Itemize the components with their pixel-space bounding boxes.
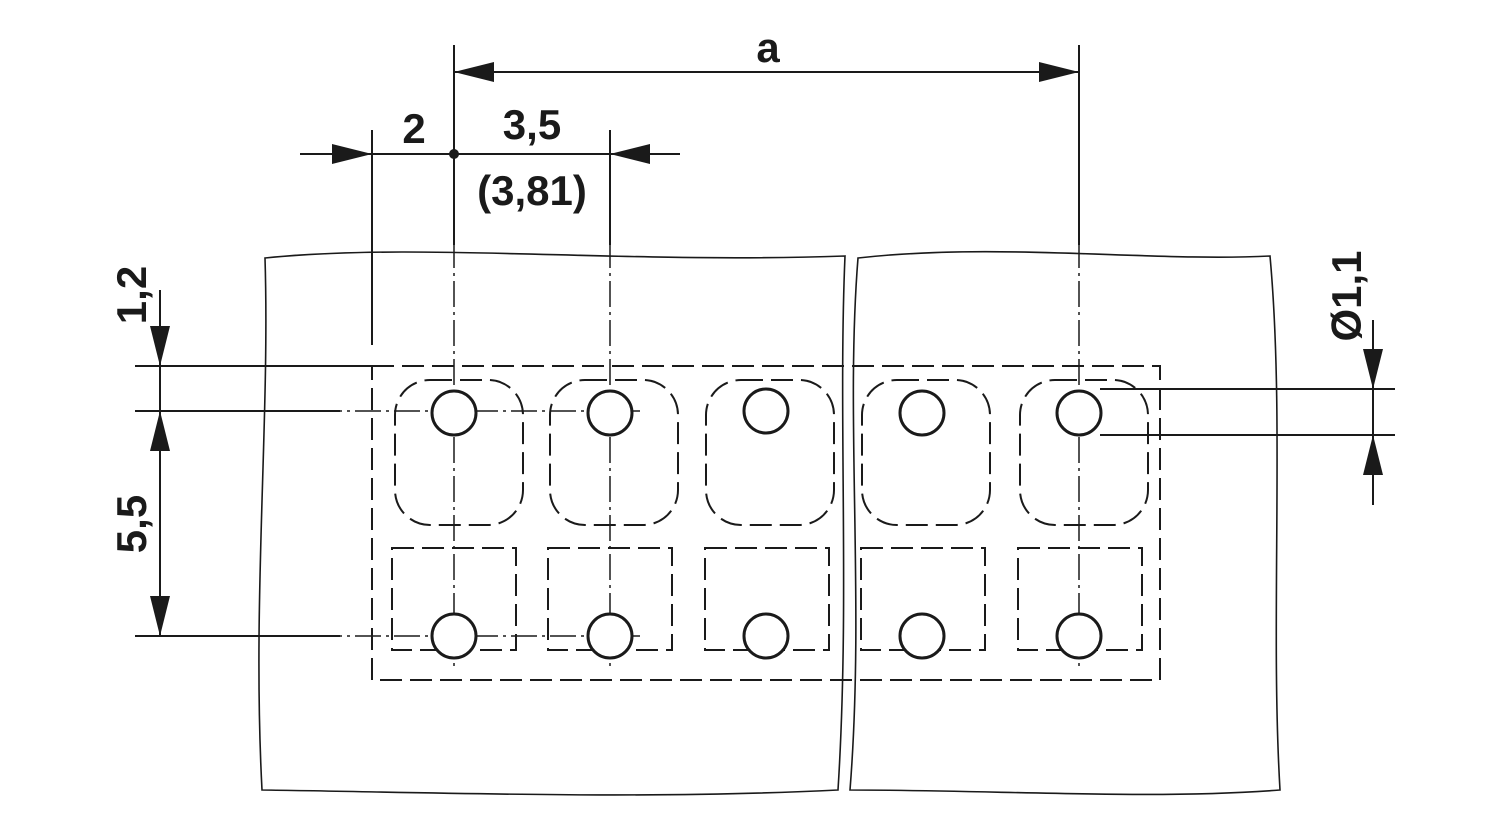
hole [586, 389, 634, 437]
hole [586, 612, 634, 660]
hole [742, 612, 790, 660]
dimension-row-spacing [150, 411, 170, 636]
hole [1055, 389, 1103, 437]
hole [742, 387, 790, 435]
center-lines [160, 242, 1080, 670]
label-a: a [756, 24, 780, 71]
hole [430, 389, 478, 437]
pcb-board-left [258, 251, 846, 796]
label-pitch: 3,5 [503, 101, 561, 148]
upper-cavities [394, 379, 1149, 526]
dimension-offset-and-pitch [300, 144, 680, 164]
label-pitch-alt: (3,81) [477, 167, 587, 214]
solder-holes [430, 387, 1103, 660]
hole [898, 612, 946, 660]
label-top-offset: 1,2 [108, 266, 155, 324]
hole [898, 389, 946, 437]
label-hole-diameter: Ø1,1 [1323, 250, 1370, 341]
extension-lines [135, 45, 1395, 637]
connector-outline [371, 365, 1161, 681]
dimension-top-offset [150, 290, 170, 411]
hole [1055, 612, 1103, 660]
dimension-hole-diameter [1363, 320, 1383, 505]
label-row-spacing: 5,5 [108, 495, 155, 553]
dimension-a [454, 62, 1079, 82]
pcb-board-right [849, 250, 1281, 796]
hole [430, 612, 478, 660]
label-edge-offset: 2 [402, 105, 425, 152]
